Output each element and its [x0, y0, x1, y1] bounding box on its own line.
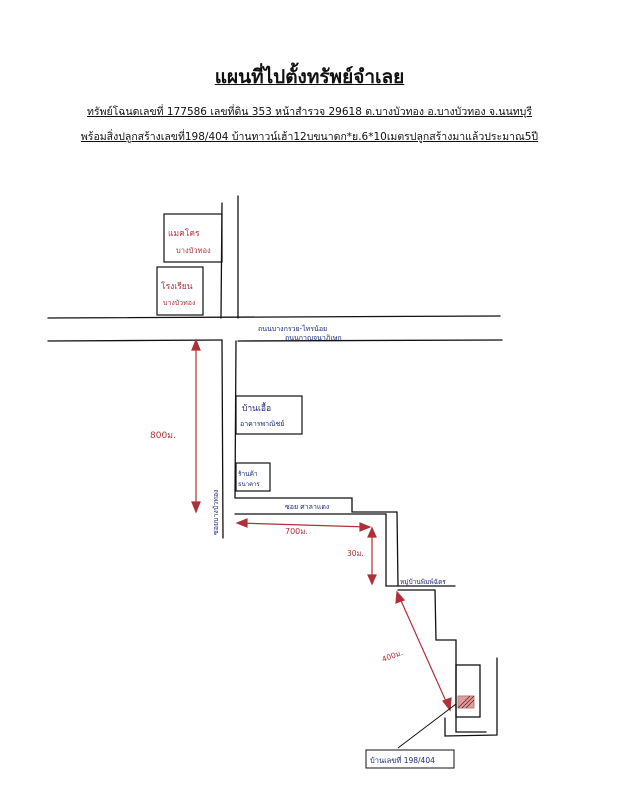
label-small-building-sub: ธนาคาร: [238, 481, 261, 488]
arrowhead-diag-top: [395, 590, 406, 604]
label-top-building: แมคโคร: [168, 228, 200, 239]
arrowhead-diag-bottom: [442, 697, 452, 712]
label-distance-vertical: 800ม.: [150, 431, 176, 441]
property-deed-line: ทรัพย์โฉนดเลขที่ 177586 เลขที่ดิน 353 หน…: [87, 106, 532, 118]
arrowhead-horiz-right: [359, 522, 372, 532]
label-village: บ้านเอื้อ: [242, 402, 271, 414]
label-distance-horizontal: 700ม.: [285, 527, 308, 536]
target-label-box: [365, 749, 455, 769]
top-building-outline: [163, 213, 223, 263]
right-road-right-edge: [396, 511, 399, 587]
label-target-house: บ้านเลขที่ 198/404: [370, 755, 435, 765]
target-pointer-line: [397, 703, 457, 749]
label-main-road-1: ถนนบางกรวย-ไทรน้อย: [258, 324, 327, 333]
label-small-building: ร้านค้า: [238, 470, 258, 478]
property-building-line: พร้อมสิ่งปลูกสร้างเลขที่198/404 บ้านทาวน…: [80, 131, 539, 143]
arrowhead-short-bottom: [367, 574, 377, 586]
arrowhead-vert-bottom: [191, 501, 201, 514]
office-building-outline: [156, 266, 204, 316]
label-main-road-2: ถนนกาญจนาภิเษก: [285, 334, 342, 342]
lane-vertical-edge: [434, 589, 457, 641]
label-office-building: โรงเรียน: [161, 281, 193, 292]
lane-right-edge: [444, 657, 498, 737]
label-distance-short: 30ม.: [347, 549, 364, 558]
arrowhead-horiz-left: [235, 518, 248, 528]
label-distance-diagonal: 400ม.: [381, 648, 404, 664]
arrowhead-vert-top: [191, 338, 201, 351]
arrowhead-short-top: [367, 526, 377, 538]
village-building-outline: [235, 395, 303, 435]
label-soi: ซอย ศาลาแดง: [285, 503, 329, 511]
label-top-building-sub: บางบัวทอง: [176, 246, 211, 255]
target-block-outline: [455, 664, 481, 718]
lane-lower-edge: [455, 639, 487, 733]
label-side-road: ซอยบางบัวทอง: [212, 490, 220, 535]
distance-arrow-horizontal: [238, 522, 369, 528]
distance-arrow-diagonal: [397, 593, 450, 709]
main-road-top-edge: [47, 315, 501, 319]
main-road-bottom-edge-left: [47, 339, 223, 342]
label-office-building-sub: บางบัวทอง: [163, 299, 195, 307]
road-lower-left-edge: [221, 339, 224, 539]
soi-top-edge: [234, 497, 398, 513]
main-road-bottom-edge-right: [237, 339, 503, 342]
small-building-outline: [235, 462, 271, 492]
label-village-sub: อาคารพาณิชย์: [240, 420, 284, 428]
label-village-right: หมู่บ้านพิมพ์ฉัตร: [400, 578, 446, 586]
page-title: แผนที่ไปตั้งทรัพย์จำเลย: [214, 66, 405, 88]
target-house-marker: [457, 695, 475, 709]
